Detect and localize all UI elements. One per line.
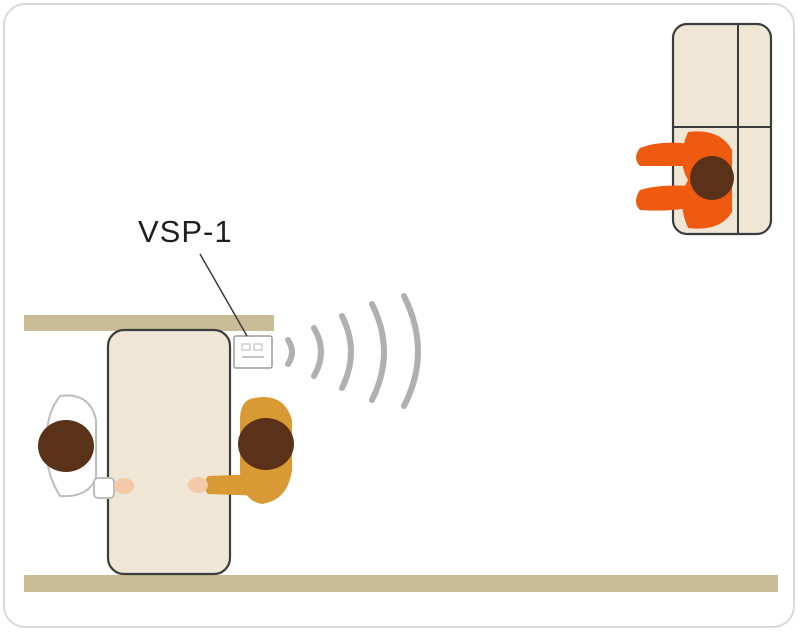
left-person (38, 394, 134, 499)
right-person (188, 396, 294, 504)
vsp-1-device (233, 335, 273, 369)
signal-waves (285, 293, 421, 409)
table (106, 328, 232, 576)
label-leader-line (199, 253, 248, 337)
upper-wall (24, 315, 274, 331)
sofa-person (636, 131, 734, 229)
device-label: VSP-1 (138, 214, 233, 249)
floor-wall (24, 575, 778, 592)
